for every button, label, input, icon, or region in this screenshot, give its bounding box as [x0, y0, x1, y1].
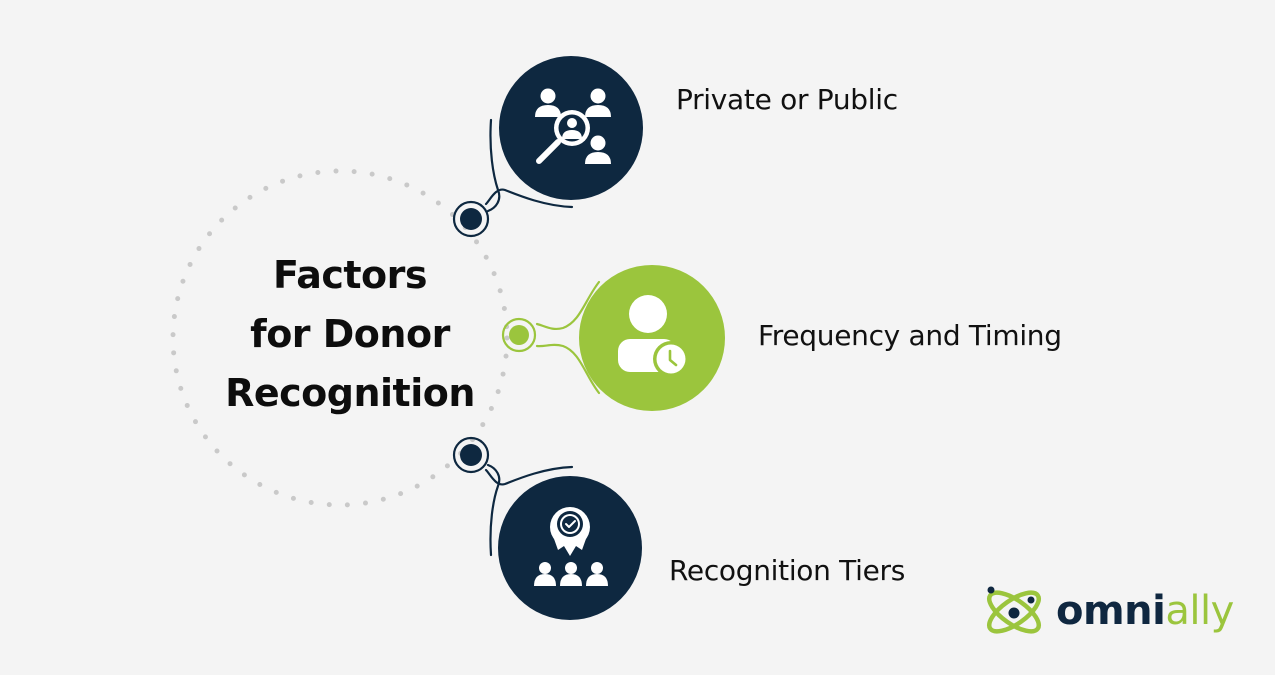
title-line-3: Recognition: [225, 371, 475, 415]
brand-name-part2: ally: [1165, 588, 1234, 634]
factor-circle-private-public: [499, 56, 643, 200]
connector-node-2: [509, 325, 529, 345]
factor-label-frequency-timing: Frequency and Timing: [758, 319, 1062, 352]
diagram-title: Factors for Donor Recognition: [200, 246, 500, 423]
factor-label-recognition-tiers: Recognition Tiers: [669, 554, 906, 587]
atom-icon: [987, 586, 1041, 634]
brand-name: omnially: [1056, 588, 1234, 634]
connector-node-1: [460, 208, 482, 230]
connector-frequency-timing: [501, 280, 601, 395]
connector-node-3: [460, 444, 482, 466]
factor-circle-frequency-timing: [579, 265, 725, 411]
brand-name-part1: omni: [1056, 588, 1166, 634]
factor-circle-recognition-tiers: [498, 476, 642, 620]
award-group-icon: [534, 507, 608, 586]
dotted-ring: [170, 168, 510, 508]
title-line-1: Factors: [272, 253, 428, 297]
brand-logo: omnially: [982, 585, 1234, 640]
factor-label-private-public: Private or Public: [676, 83, 898, 116]
connector-private-public: [452, 118, 574, 238]
user-clock-icon: [618, 295, 689, 377]
connector-recognition-tiers: [452, 436, 574, 557]
title-line-2: for Donor: [250, 312, 450, 356]
people-search-icon: [535, 88, 611, 164]
